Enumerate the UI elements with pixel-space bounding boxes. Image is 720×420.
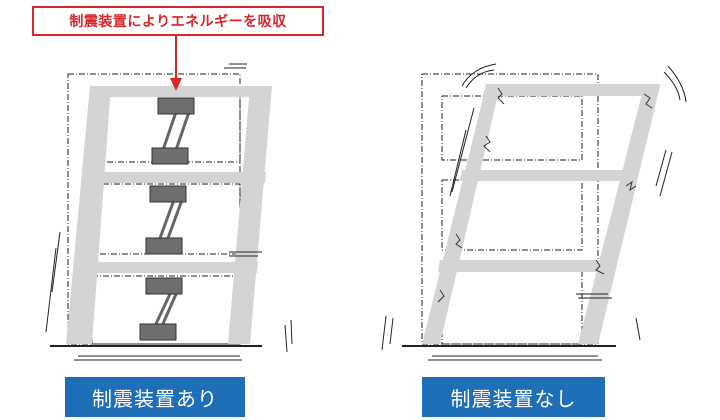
with-damper-caption: 制震装置あり: [65, 377, 245, 417]
without-damper-caption: 制震装置なし: [422, 377, 605, 417]
deformed-frame: [66, 86, 272, 344]
deformed-frame: [422, 84, 660, 344]
motion-lines-icon: [45, 63, 293, 361]
crack-icon: [437, 87, 653, 303]
arrow-down-icon: [170, 36, 182, 91]
damper-device: [139, 97, 195, 341]
motion-lines-icon: [381, 63, 687, 361]
building-without-damper: [381, 63, 687, 361]
building-with-damper: [45, 36, 293, 361]
energy-absorb-callout: 制震装置によりエネルギーを吸収: [32, 6, 324, 36]
